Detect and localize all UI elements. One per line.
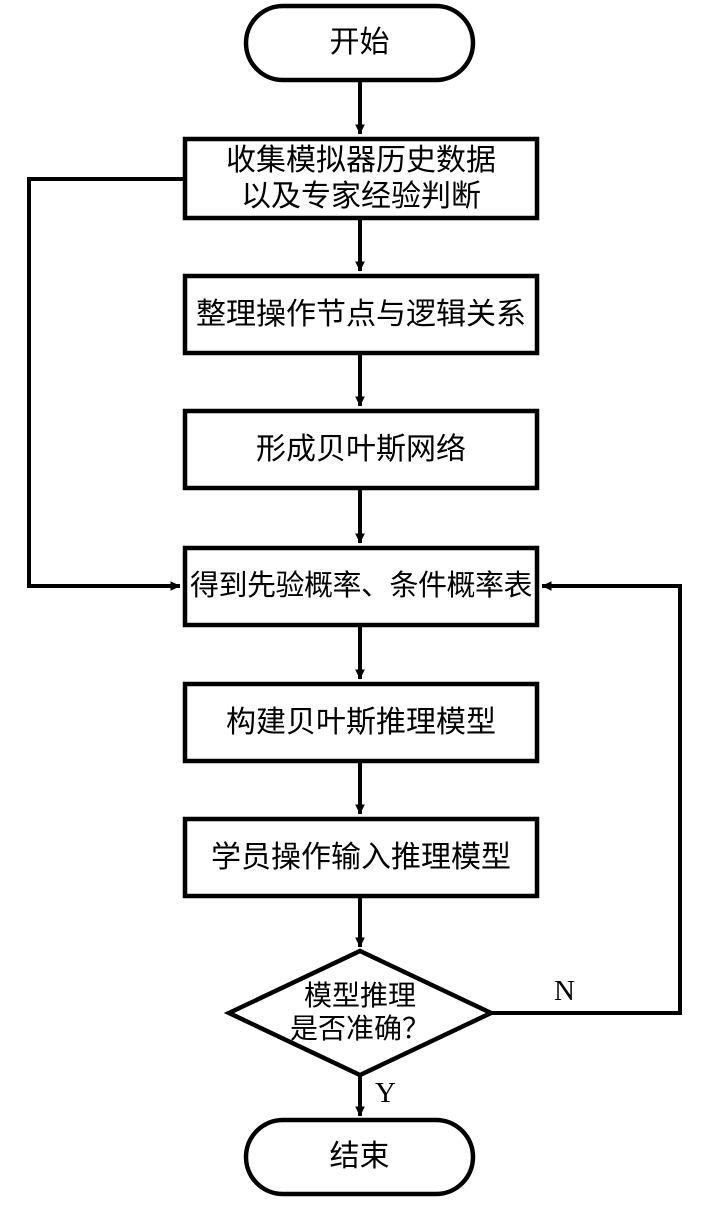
student-input-node[interactable] (185, 819, 537, 896)
organize-nodes-node[interactable] (185, 276, 537, 353)
end-node-shape (243, 1117, 476, 1197)
form-network-node-shape (182, 408, 540, 491)
collect-data-node-shape (182, 136, 540, 221)
edge-feedback-right-no (491, 581, 682, 1015)
collect-data-node[interactable] (185, 139, 537, 218)
end-node[interactable] (246, 1120, 473, 1194)
decision-node[interactable] (280, 975, 440, 1051)
start-node[interactable] (246, 6, 473, 80)
prior-tables-node[interactable] (185, 548, 537, 625)
organize-nodes-node-shape (182, 273, 540, 356)
edge-feedback-left (27, 177, 185, 591)
build-model-node[interactable] (185, 684, 537, 761)
form-network-node[interactable] (185, 411, 537, 488)
